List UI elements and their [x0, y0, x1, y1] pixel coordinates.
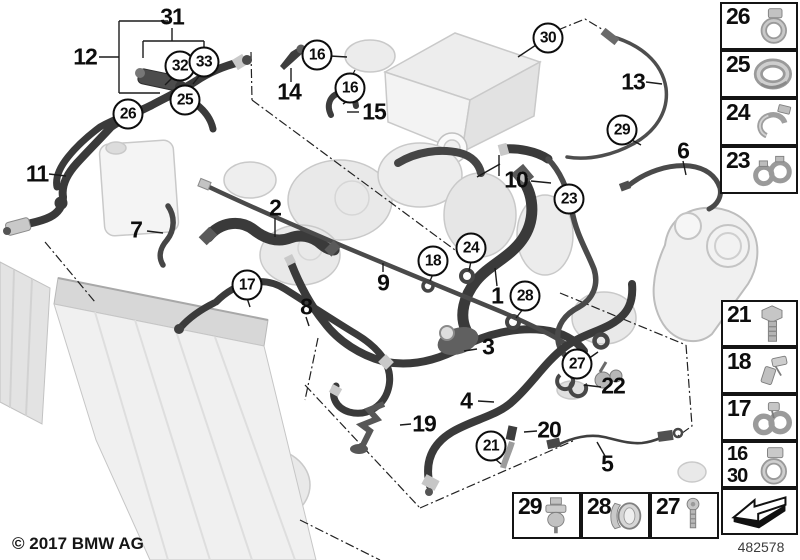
callout-11[interactable]: 11 — [25, 160, 49, 187]
hose-8 — [287, 259, 390, 366]
callout-7[interactable]: 7 — [130, 216, 143, 243]
callout-4[interactable]: 4 — [460, 387, 473, 414]
legend-box-label: 21 — [727, 301, 752, 327]
hose-10 — [499, 144, 553, 164]
callout-circled-16-5[interactable]: 16 — [334, 72, 366, 104]
callout-31[interactable]: 31 — [160, 3, 185, 30]
callout-14[interactable]: 14 — [277, 78, 302, 105]
hook-clamp-icon — [757, 104, 792, 139]
callout-circled-16-4[interactable]: 16 — [301, 39, 333, 71]
callout-circled-28-11[interactable]: 28 — [509, 280, 541, 312]
plastic-clip-icon — [545, 496, 567, 533]
callout-20[interactable]: 20 — [537, 416, 562, 443]
callout-circled-25-2[interactable]: 25 — [169, 84, 201, 116]
legend-box-28[interactable]: 28 — [581, 492, 650, 539]
legend-box-label: 28 — [587, 493, 612, 519]
hose-5 — [554, 434, 665, 448]
radiator-ghost — [0, 261, 317, 560]
callout-5[interactable]: 5 — [601, 450, 614, 477]
plug-clamp-icon — [760, 446, 787, 485]
callout-circled-21-14[interactable]: 21 — [475, 430, 507, 462]
pipe-13 — [565, 34, 669, 160]
multi-clamp-icon — [752, 401, 792, 435]
hose-1 — [457, 174, 538, 336]
hose-clamp-icon — [753, 58, 792, 90]
legend-box-24[interactable]: 24 — [720, 98, 798, 146]
legend-box-26[interactable]: 26 — [720, 2, 798, 50]
hose-11 — [13, 58, 244, 231]
callout-3[interactable]: 3 — [482, 333, 495, 360]
legend-box-21[interactable]: 21 — [721, 300, 798, 347]
legend-box-label: 27 — [656, 493, 681, 519]
callout-15[interactable]: 15 — [362, 98, 387, 125]
double-clamp-icon — [753, 155, 792, 187]
hex-bolt-icon — [761, 304, 783, 342]
screw-icon — [686, 497, 700, 528]
legend-box-label: 18 — [727, 348, 752, 374]
callout-circled-23-8[interactable]: 23 — [553, 183, 585, 215]
clamp-with-clip-icon — [760, 8, 787, 44]
legend-box-23[interactable]: 23 — [720, 146, 798, 194]
legend-box-29[interactable]: 29 — [512, 492, 581, 539]
hose-3 — [382, 325, 588, 368]
legend-box-label: 17 — [727, 395, 752, 421]
legend-box-label: 29 — [518, 493, 543, 519]
callout-circled-18-10[interactable]: 18 — [417, 245, 449, 277]
pipe-9 — [204, 183, 569, 347]
callout-circled-26-3[interactable]: 26 — [112, 98, 144, 130]
legend-box-17[interactable]: 17 — [721, 394, 798, 441]
legend-box-label: 26 — [726, 3, 751, 29]
legend-box-direction-arrow[interactable] — [721, 488, 798, 535]
callout-circled-24-9[interactable]: 24 — [455, 232, 487, 264]
legend-box-25[interactable]: 25 — [720, 50, 798, 98]
callout-circled-27-13[interactable]: 27 — [561, 348, 593, 380]
callout-circled-29-7[interactable]: 29 — [606, 114, 638, 146]
diagram-number: 482578 — [737, 539, 785, 555]
hose-25 — [192, 100, 217, 133]
callout-13[interactable]: 13 — [621, 68, 646, 95]
legend-box-27[interactable]: 27 — [650, 492, 719, 539]
callout-10[interactable]: 10 — [504, 166, 529, 193]
legend-box-label: 23 — [726, 147, 751, 173]
coolant-hoses — [13, 34, 723, 490]
pipe-7 — [157, 203, 176, 268]
copyright-text: © 2017 BMW AG — [12, 534, 144, 553]
callout-9[interactable]: 9 — [377, 269, 390, 296]
bracket-clip-icon — [760, 355, 788, 385]
legend-box-label: 24 — [726, 99, 751, 125]
callout-2[interactable]: 2 — [269, 194, 282, 221]
callout-22[interactable]: 22 — [601, 372, 626, 399]
callout-circled-17-12[interactable]: 17 — [231, 269, 263, 301]
callout-circled-30-6[interactable]: 30 — [532, 22, 564, 54]
callout-8[interactable]: 8 — [300, 293, 313, 320]
callout-circled-33-1[interactable]: 33 — [188, 46, 220, 78]
hose-4 — [424, 280, 637, 490]
callout-19[interactable]: 19 — [412, 410, 437, 437]
legend-box-label: 25 — [726, 51, 751, 77]
pipe-6 — [625, 163, 723, 212]
callout-1[interactable]: 1 — [491, 282, 504, 309]
callout-6[interactable]: 6 — [677, 137, 690, 164]
hose-17 — [212, 278, 394, 417]
sleeve-cap-icon — [610, 501, 642, 530]
callout-12[interactable]: 12 — [73, 43, 98, 70]
direction-arrow-icon — [730, 495, 786, 528]
legend-box-18[interactable]: 18 — [721, 347, 798, 394]
